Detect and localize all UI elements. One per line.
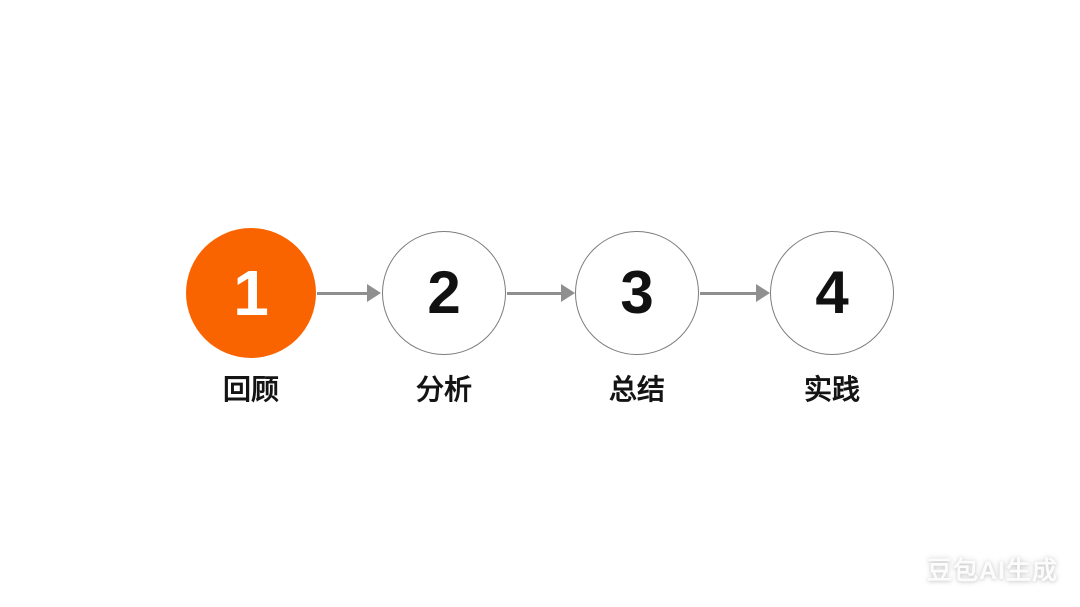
step-label-3: 总结 (608, 374, 665, 405)
step-label-2: 分析 (415, 374, 472, 405)
step-circle-2: 2 (382, 231, 506, 355)
step-number-1: 1 (233, 257, 269, 329)
arrow-shaft (507, 291, 564, 295)
arrow-head (561, 284, 575, 302)
step-number-4: 4 (815, 259, 849, 326)
step-number-2: 2 (427, 259, 461, 326)
step-circle-1: 1 (186, 228, 316, 358)
step-number-3: 3 (620, 259, 654, 326)
arrow-head (756, 284, 770, 302)
arrow-right-icon (507, 283, 575, 303)
watermark-text: 豆包AI生成 (926, 557, 1058, 585)
arrow-right-icon (317, 283, 381, 303)
arrow-shaft (317, 291, 370, 295)
step-label-4: 实践 (803, 374, 860, 405)
arrow-head (367, 284, 381, 302)
step-circle-4: 4 (770, 231, 894, 355)
step-circle-3: 3 (575, 231, 699, 355)
arrow-shaft (700, 291, 759, 295)
step-label-1: 回顾 (222, 374, 279, 405)
arrow-right-icon (700, 283, 770, 303)
